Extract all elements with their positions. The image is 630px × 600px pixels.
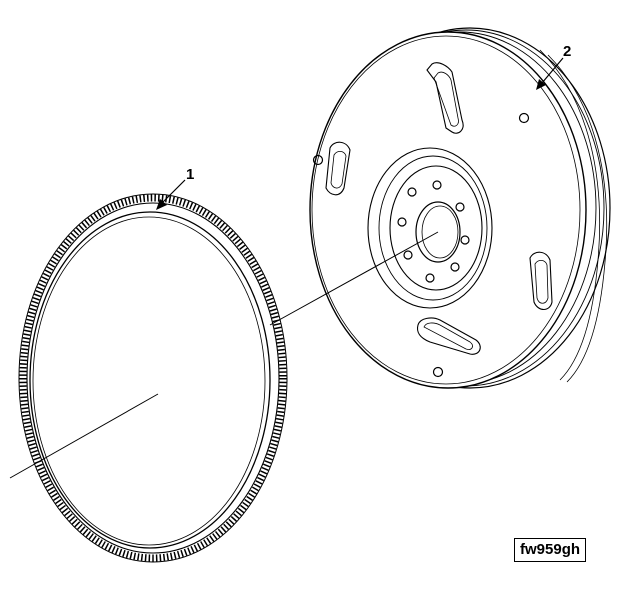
callout-1-label: 1 <box>186 166 194 183</box>
callout-2-label: 2 <box>563 43 571 60</box>
assembly-axis-line <box>9 231 439 479</box>
flywheel-slot <box>426 62 464 134</box>
ring-gear <box>18 193 288 563</box>
flywheel-slot <box>529 251 553 311</box>
figure-id-label: fw959gh <box>514 538 587 562</box>
callout-1: 1 <box>156 166 194 210</box>
flywheel-slot <box>325 141 351 196</box>
flywheel <box>309 27 611 389</box>
flywheel-slot <box>416 317 481 355</box>
callout-2: 2 <box>536 43 571 90</box>
